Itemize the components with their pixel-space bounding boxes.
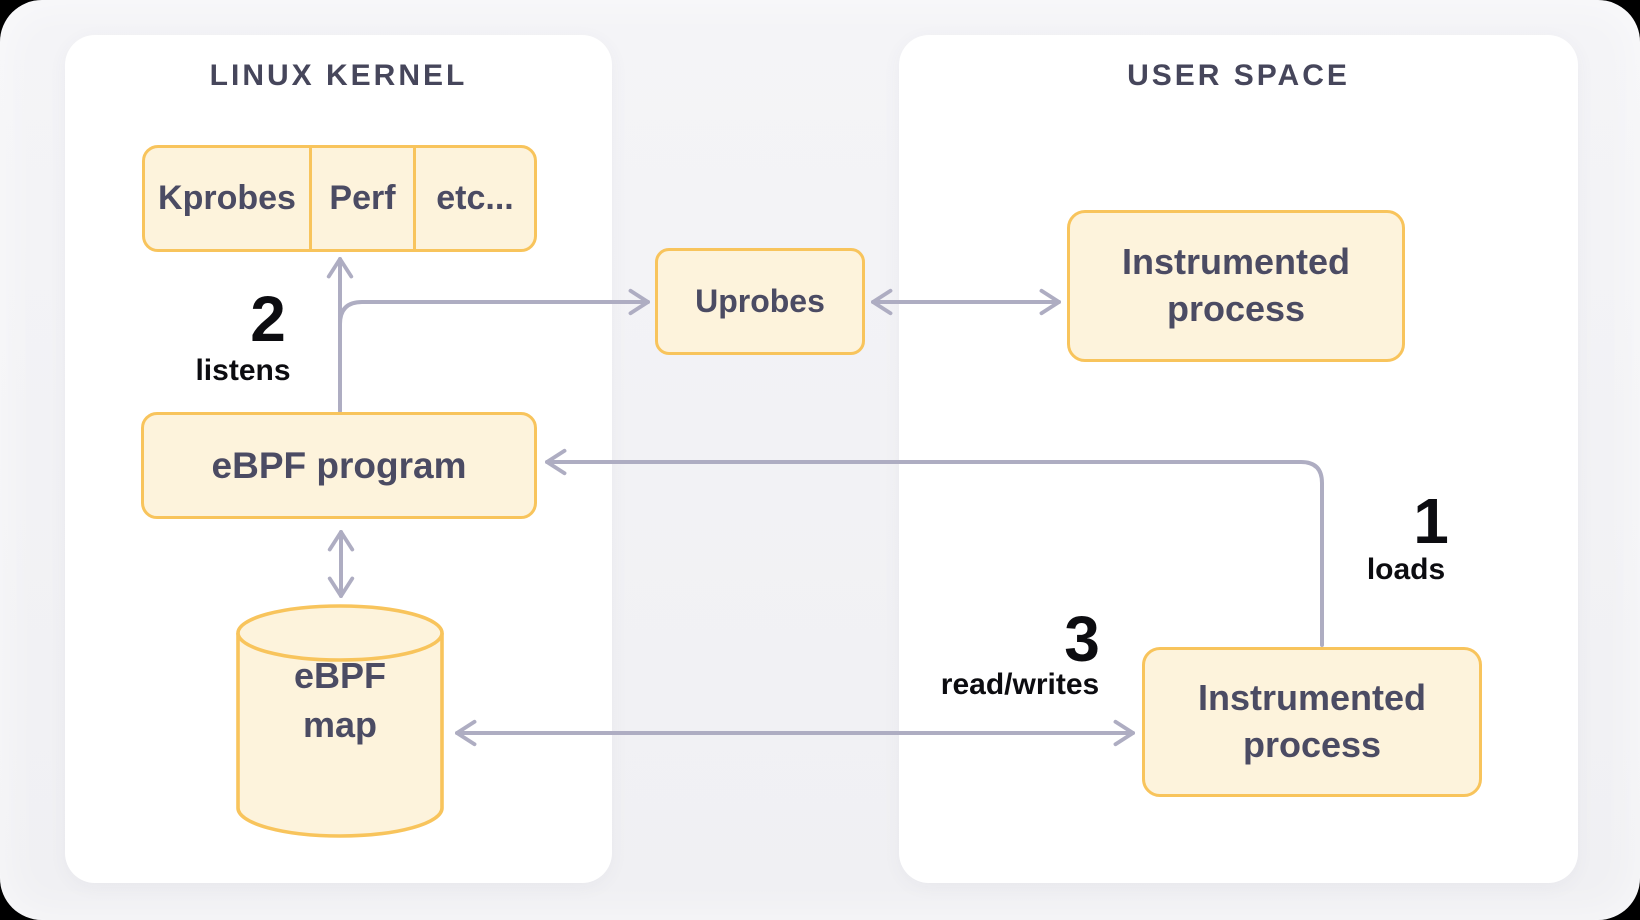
node-ebpf-map-label: eBPF map [293,655,387,745]
step-1-label: loads [1366,553,1446,586]
node-etc: etc... [413,148,534,249]
step-3-number: 3 [1064,603,1100,675]
probe-sources-box: Kprobes Perf etc... [142,145,537,252]
step-2-number: 2 [250,283,286,355]
node-kprobes: Kprobes [158,179,296,217]
step-1-number: 1 [1413,485,1449,557]
step-2-label: listens [195,354,291,387]
instrumented-process-top-label: Instrumented process [1121,241,1351,329]
instrumented-process-bottom-label: Instrumented process [1197,677,1427,765]
node-instrumented-process-top: Instrumented process [1067,210,1405,362]
node-instrumented-process-bottom: Instrumented process [1142,647,1482,797]
node-perf: Perf [309,148,413,249]
node-uprobes: Uprobes [655,248,865,355]
user-space-title: USER SPACE [1127,59,1350,92]
step-3-label: read/writes [940,668,1100,701]
linux-kernel-title: LINUX KERNEL [209,59,468,92]
node-ebpf-program: eBPF program [141,412,537,519]
